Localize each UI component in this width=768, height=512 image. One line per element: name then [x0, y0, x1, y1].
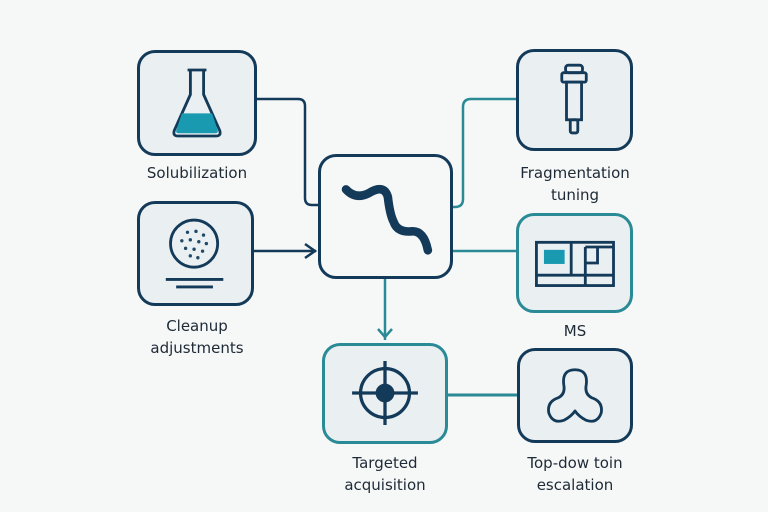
node-cleanup[interactable] — [137, 201, 254, 306]
label-topdown: Top-dow toin escalation — [495, 452, 655, 496]
node-solubilization[interactable] — [137, 50, 257, 156]
node-targeted[interactable] — [322, 343, 448, 444]
mass-spectrometer-icon — [535, 240, 615, 287]
label-solubilization: Solubilization — [117, 162, 277, 184]
node-topdown[interactable] — [517, 348, 633, 443]
syringe-column-icon — [560, 63, 588, 135]
crosshair-icon — [352, 361, 418, 426]
edge-solubilization-center — [256, 97, 320, 207]
arrowhead-icon — [304, 242, 318, 260]
label-text: Top-dow toin — [527, 454, 623, 472]
label-cleanup: Cleanup adjustments — [117, 315, 277, 359]
label-text: MS — [563, 322, 587, 340]
arrowhead-icon — [377, 328, 393, 339]
edge-fragmentation-center — [450, 97, 517, 209]
label-text: acquisition — [344, 476, 426, 494]
label-text: tuning — [550, 186, 600, 204]
label-text: Targeted — [352, 454, 418, 472]
petri-dish-icon — [165, 218, 224, 289]
trefoil-icon — [547, 368, 603, 423]
flask-icon — [172, 68, 222, 138]
label-text: escalation — [536, 476, 614, 494]
label-text: Fragmentation — [520, 164, 630, 182]
node-fragmentation[interactable] — [516, 49, 633, 151]
node-center[interactable] — [318, 154, 453, 279]
node-ms[interactable] — [516, 213, 633, 313]
label-text: Cleanup — [166, 317, 228, 335]
label-fragmentation: Fragmentation tuning — [495, 162, 655, 206]
label-ms: MS — [495, 320, 655, 342]
label-targeted: Targeted acquisition — [305, 452, 465, 496]
protein-chain-icon — [341, 184, 433, 255]
label-text: adjustments — [150, 339, 244, 357]
label-text: Solubilization — [146, 164, 248, 182]
